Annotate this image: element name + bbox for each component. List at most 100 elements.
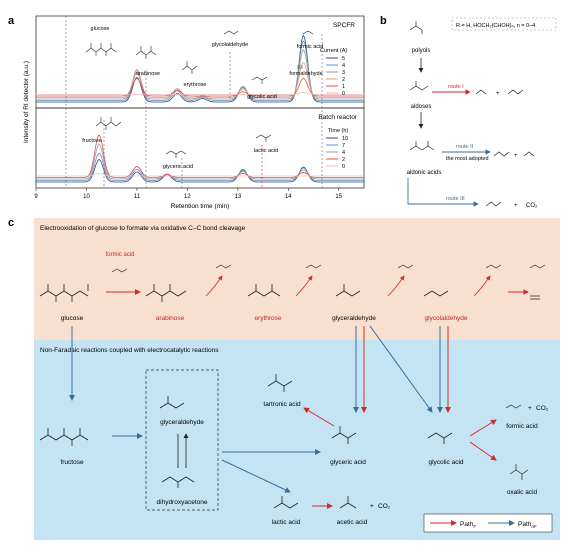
nonfaradaic-background	[34, 340, 560, 540]
faradaic-section-title: Electrooxidation of glucose to formate v…	[40, 225, 246, 232]
x-axis-label: Retention time (min)	[171, 203, 230, 210]
top-legend-label-3: 3	[342, 70, 345, 76]
bottom-series-series-0	[36, 173, 364, 177]
glycolic-acid-structure-c	[427, 432, 453, 444]
arrow-glyceraldehyde-glycolic	[369, 325, 433, 413]
panel-c-label: c	[8, 217, 14, 229]
aldonic-acids-label: aldonic acids	[407, 170, 442, 176]
polyol-structure	[409, 21, 423, 34]
bottom-legend-label-2: 2	[342, 157, 345, 163]
chain-glyceraldehyde-label: glyceraldehyde	[332, 315, 376, 322]
top-legend-label-1: 1	[342, 84, 345, 90]
acetic-co2: CO₂	[378, 503, 391, 510]
glyceric-acid-structure	[165, 150, 187, 158]
formaldehyde-structure	[297, 65, 303, 69]
arrow-glycolic-oxalic	[469, 441, 497, 461]
bottom-chart-title: Batch reactor	[318, 114, 357, 121]
route2-product-1	[493, 151, 510, 157]
top-chart-title: SPCFR	[333, 22, 355, 29]
top-annotations: glucose arabinose erythrose glycolaldehy…	[65, 16, 323, 188]
top-legend-label-5: 5	[342, 56, 345, 62]
formic-acid-arrow-4	[387, 275, 405, 297]
chain-erythrose-label: erythrose	[254, 315, 281, 322]
bottom-series-series-4	[36, 143, 364, 180]
top-series-series-1	[36, 78, 364, 97]
trioses-box	[145, 369, 219, 511]
glycolic-acid-structure	[251, 76, 268, 84]
route1-product-1	[475, 89, 487, 95]
top-series-group	[36, 34, 364, 103]
arrow-glyceric-tartronic	[303, 407, 335, 427]
y-axis-label: Intensity of RI detector (a.u.)	[23, 61, 30, 143]
chain-glucose-label: glucose	[61, 315, 84, 322]
route1-product-2	[507, 89, 524, 95]
fructose-structure-c	[39, 428, 89, 446]
aldonic-acid-structure	[409, 141, 435, 151]
legend-path-f-label: PathF	[460, 521, 476, 529]
oxalic-acid-label: oxalic acid	[507, 489, 538, 496]
panel-c: c Electrooxidation of glucose to formate…	[8, 217, 560, 540]
glucose-structure	[85, 43, 117, 56]
formic-acid-arrow-2	[205, 275, 223, 297]
glyceric-acid-structure-c	[331, 426, 357, 444]
polyols-label: polyols	[412, 48, 431, 54]
peak-label-glyceric-acid: glyceric acid	[163, 164, 193, 170]
glyceric-acid-label-c: glyceric acid	[330, 459, 366, 466]
glycolaldehyde-structure	[223, 30, 239, 35]
formic-acid-arrow-5	[473, 275, 491, 297]
acetic-acid-structure	[339, 496, 357, 509]
formic-acid-bottom-structure	[505, 404, 522, 409]
formic-acid-top-label: formic acid	[105, 252, 134, 258]
lactic-acid-label-c: lactic acid	[272, 519, 301, 526]
formic-acid-structure-6	[529, 264, 546, 269]
bottom-legend-label-7: 7	[342, 143, 345, 149]
x-tick-label-14: 14	[285, 194, 292, 200]
peak-label-glycolic-acid: glycolic acid	[247, 94, 277, 100]
nonfaradaic-section-title: Non-Faradaic reactions coupled with elec…	[40, 347, 219, 354]
legend-path-nf-label: PathnF	[518, 521, 537, 529]
bottom-legend-label-0: 0	[342, 164, 345, 170]
acetic-plus: +	[370, 503, 374, 510]
formic-acid-arrow-3	[295, 275, 313, 297]
formic-acid-bottom-label: formic acid	[506, 423, 538, 430]
x-tick-label-15: 15	[335, 194, 342, 200]
erythrose-chain-structure	[247, 284, 281, 297]
glyceraldehyde-chain-structure	[335, 284, 361, 297]
top-series-series-3	[36, 49, 364, 100]
route3-label: route III	[446, 196, 465, 202]
peak-label-glycolaldehyde: glycolaldehyde	[212, 42, 248, 48]
fructose-structure	[95, 117, 122, 130]
peak-label-erythrose: erythrose	[184, 82, 207, 88]
formic-acid-structure-5	[485, 264, 502, 269]
x-tick-label-10: 10	[83, 194, 90, 200]
formaldehyde-end-structure	[530, 295, 540, 300]
glycolaldehyde-chain-structure	[423, 290, 449, 297]
x-tick-label-11: 11	[134, 194, 141, 200]
arrow-glycolic-formic	[469, 419, 497, 437]
r-definition-box	[451, 17, 557, 31]
dihydroxyacetone-structure	[161, 476, 195, 488]
tartronic-acid-label: tartronic acid	[263, 401, 301, 408]
route3-product	[485, 201, 502, 207]
arabinose-chain-structure	[145, 284, 187, 302]
triose-glyceraldehyde-structure	[159, 396, 185, 409]
formic-acid-structure-2	[215, 264, 232, 269]
peak-label-lactic-acid: lactic acid	[254, 148, 278, 154]
bottom-series-series-7	[36, 152, 364, 181]
arabinose-structure	[135, 46, 157, 59]
peak-label-formaldehyde: formaldehyde	[289, 71, 322, 77]
formic-acid-structure	[302, 30, 314, 35]
tartronic-acid-structure	[267, 374, 293, 392]
lactic-acid-structure	[255, 134, 272, 142]
bottom-series-group	[36, 134, 364, 183]
bottom-legend-label-10: 10	[342, 136, 348, 142]
equilibrium-arrows	[177, 434, 186, 468]
aldose-structure	[409, 81, 429, 91]
route2-product-2	[523, 151, 535, 157]
chain-glycolaldehyde-label: glycolaldehyde	[424, 315, 467, 322]
bottom-legend-title: Time (h)	[328, 128, 348, 134]
